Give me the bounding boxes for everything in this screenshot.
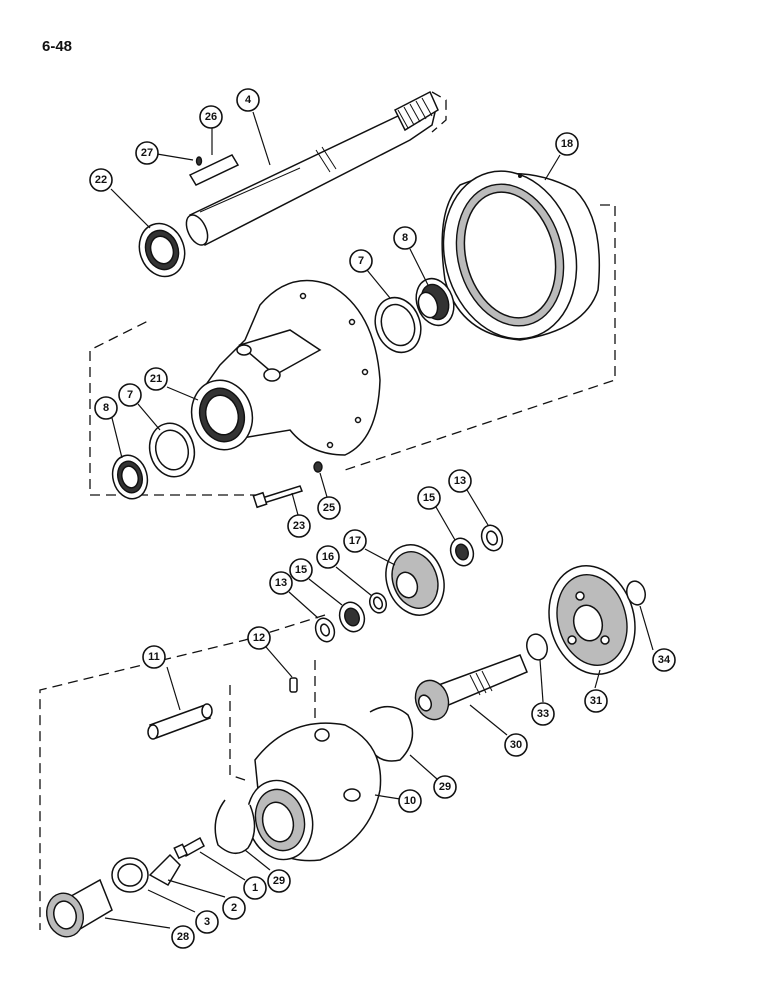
svg-text:33: 33	[537, 708, 549, 720]
callout-4: 4	[236, 88, 260, 112]
svg-text:11: 11	[148, 651, 160, 663]
svg-text:26: 26	[205, 111, 217, 123]
callout-21: 21	[144, 367, 168, 391]
needle-bearing-right	[449, 537, 475, 567]
snap-ring	[526, 633, 548, 661]
svg-text:21: 21	[150, 373, 162, 385]
callout-29: 29	[267, 869, 291, 893]
svg-text:7: 7	[127, 389, 133, 401]
spacer	[368, 592, 388, 614]
ring-gear	[441, 170, 601, 341]
key	[188, 154, 240, 186]
callout-13: 13	[269, 571, 293, 595]
callout-31: 31	[584, 689, 608, 713]
svg-text:4: 4	[245, 94, 252, 106]
callout-8: 8	[393, 226, 417, 250]
callout-7: 7	[349, 249, 373, 273]
svg-text:16: 16	[322, 551, 334, 563]
callout-8: 8	[94, 396, 118, 420]
callout-28: 28	[171, 925, 195, 949]
lock-plate	[148, 853, 181, 887]
seal	[138, 222, 186, 278]
thrust-washer	[111, 857, 149, 893]
svg-text:13: 13	[454, 475, 466, 487]
planet-shaft	[147, 703, 213, 740]
callout-3: 3	[195, 910, 219, 934]
svg-text:17: 17	[349, 535, 361, 547]
callout-1: 1	[243, 876, 267, 900]
housing	[190, 279, 381, 456]
group-boundary-housing	[89, 204, 616, 496]
svg-text:7: 7	[358, 255, 364, 267]
callout-13: 13	[448, 469, 472, 493]
svg-text:23: 23	[293, 520, 305, 532]
svg-text:27: 27	[141, 147, 153, 159]
needle-bearing-left	[338, 601, 366, 633]
callout-12: 12	[247, 626, 271, 650]
svg-text:30: 30	[510, 739, 522, 751]
svg-text:3: 3	[204, 916, 210, 928]
bolt	[252, 485, 303, 509]
svg-text:12: 12	[253, 632, 265, 644]
coupler	[46, 878, 113, 938]
svg-text:13: 13	[275, 577, 287, 589]
callout-15: 15	[289, 558, 313, 582]
retaining-ring-lower	[214, 799, 256, 854]
page-number: 6-48	[42, 38, 73, 55]
planet-gear	[385, 544, 445, 616]
svg-text:15: 15	[295, 564, 307, 576]
svg-text:8: 8	[402, 232, 408, 244]
bearing-cone-upper	[415, 277, 455, 327]
planet-carrier	[246, 722, 382, 862]
callout-22: 22	[89, 168, 113, 192]
roll-pin	[289, 677, 298, 693]
axle-shaft	[185, 90, 439, 247]
svg-text:10: 10	[404, 795, 416, 807]
washer	[313, 461, 323, 473]
callout-29: 29	[433, 775, 457, 799]
pin	[195, 156, 203, 166]
callout-15: 15	[417, 486, 441, 510]
callout-18: 18	[555, 132, 579, 156]
sun-gear-carrier	[548, 565, 636, 675]
svg-text:31: 31	[590, 695, 602, 707]
callout-26: 26	[199, 105, 223, 129]
snap-ring-right	[626, 580, 646, 606]
callout-27: 27	[135, 141, 159, 165]
callout-16: 16	[316, 545, 340, 569]
svg-text:8: 8	[103, 402, 109, 414]
svg-text:34: 34	[658, 654, 671, 666]
svg-text:22: 22	[95, 174, 107, 186]
bearing-cup-upper	[374, 296, 422, 354]
callout-10: 10	[398, 789, 422, 813]
thrust-washer-right	[480, 524, 504, 552]
cap-screw	[173, 836, 205, 860]
svg-text:1: 1	[252, 882, 258, 894]
callout-25: 25	[317, 496, 341, 520]
callout-7: 7	[118, 383, 142, 407]
bearing-cup-lower	[148, 422, 196, 478]
group-boundary-axle	[431, 91, 447, 133]
sun-gear-shaft	[414, 654, 528, 721]
svg-text:18: 18	[561, 138, 573, 150]
callout-2: 2	[222, 896, 246, 920]
callout-11: 11	[142, 645, 166, 669]
callout-30: 30	[504, 733, 528, 757]
retaining-ring-upper	[367, 706, 414, 762]
svg-text:29: 29	[273, 875, 285, 887]
svg-text:25: 25	[323, 502, 335, 514]
bearing-cone-lower	[111, 454, 149, 500]
svg-text:29: 29	[439, 781, 451, 793]
svg-text:28: 28	[177, 931, 189, 943]
leader-lines	[104, 111, 654, 929]
callout-17: 17	[343, 529, 367, 553]
thrust-washer-left	[314, 617, 336, 643]
callout-34: 34	[652, 648, 676, 672]
svg-text:2: 2	[231, 902, 237, 914]
callout-23: 23	[287, 514, 311, 538]
callout-33: 33	[531, 702, 555, 726]
svg-text:15: 15	[423, 492, 435, 504]
group-boundary-carrier	[39, 614, 326, 930]
